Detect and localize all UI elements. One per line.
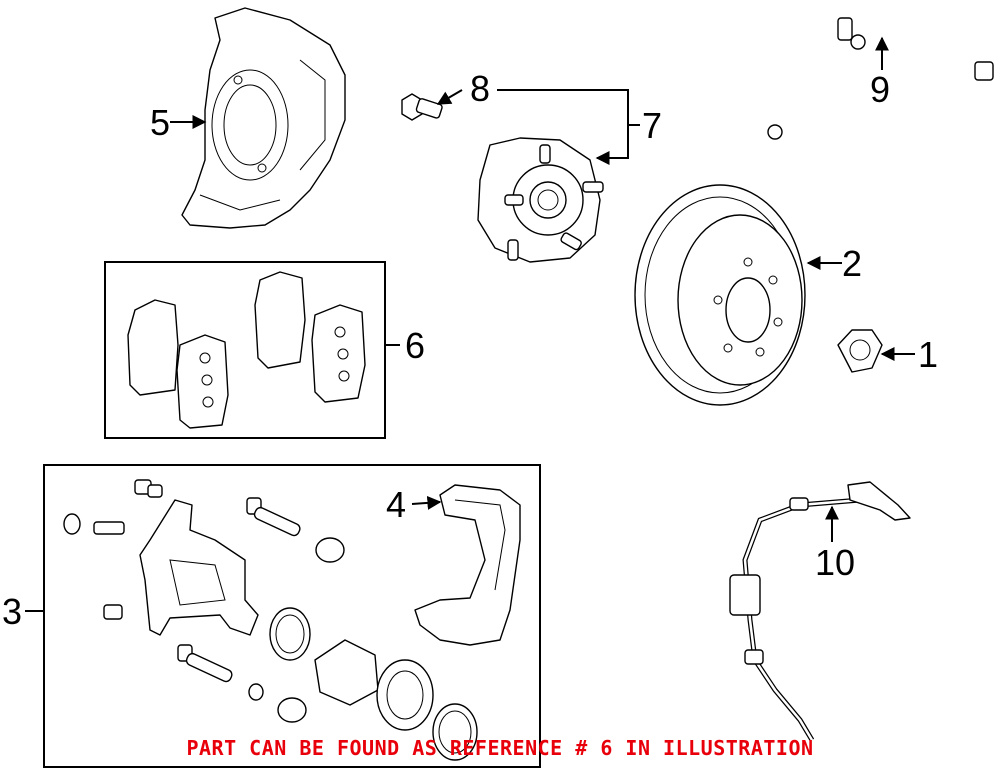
callout-8: 8 [470, 68, 490, 109]
caliper-bracket-part[interactable] [414, 484, 521, 646]
brake-pads-box[interactable] [104, 261, 386, 439]
callout-5: 5 [150, 102, 170, 143]
callout-6: 6 [405, 325, 425, 366]
callout-10: 10 [815, 542, 855, 583]
brake-rotor-part[interactable] [634, 184, 806, 406]
leader-lines [25, 36, 915, 612]
callout-2: 2 [842, 243, 862, 284]
brake-hose-part[interactable] [767, 17, 994, 162]
hub-assembly-part[interactable] [477, 137, 604, 263]
callout-9: 9 [870, 69, 890, 110]
reference-note: PART CAN BE FOUND AS REFERENCE # 6 IN IL… [186, 736, 814, 760]
callout-7: 7 [642, 105, 662, 146]
dust-shield-part[interactable] [181, 7, 346, 229]
abs-sensor-part[interactable] [729, 481, 911, 742]
lug-nut-part[interactable] [837, 329, 883, 373]
callout-1: 1 [918, 334, 938, 375]
callout-3: 3 [2, 591, 22, 632]
caliper-kit-box[interactable] [43, 464, 541, 768]
hub-bolt-part[interactable] [401, 93, 443, 121]
callout-4: 4 [386, 484, 406, 525]
